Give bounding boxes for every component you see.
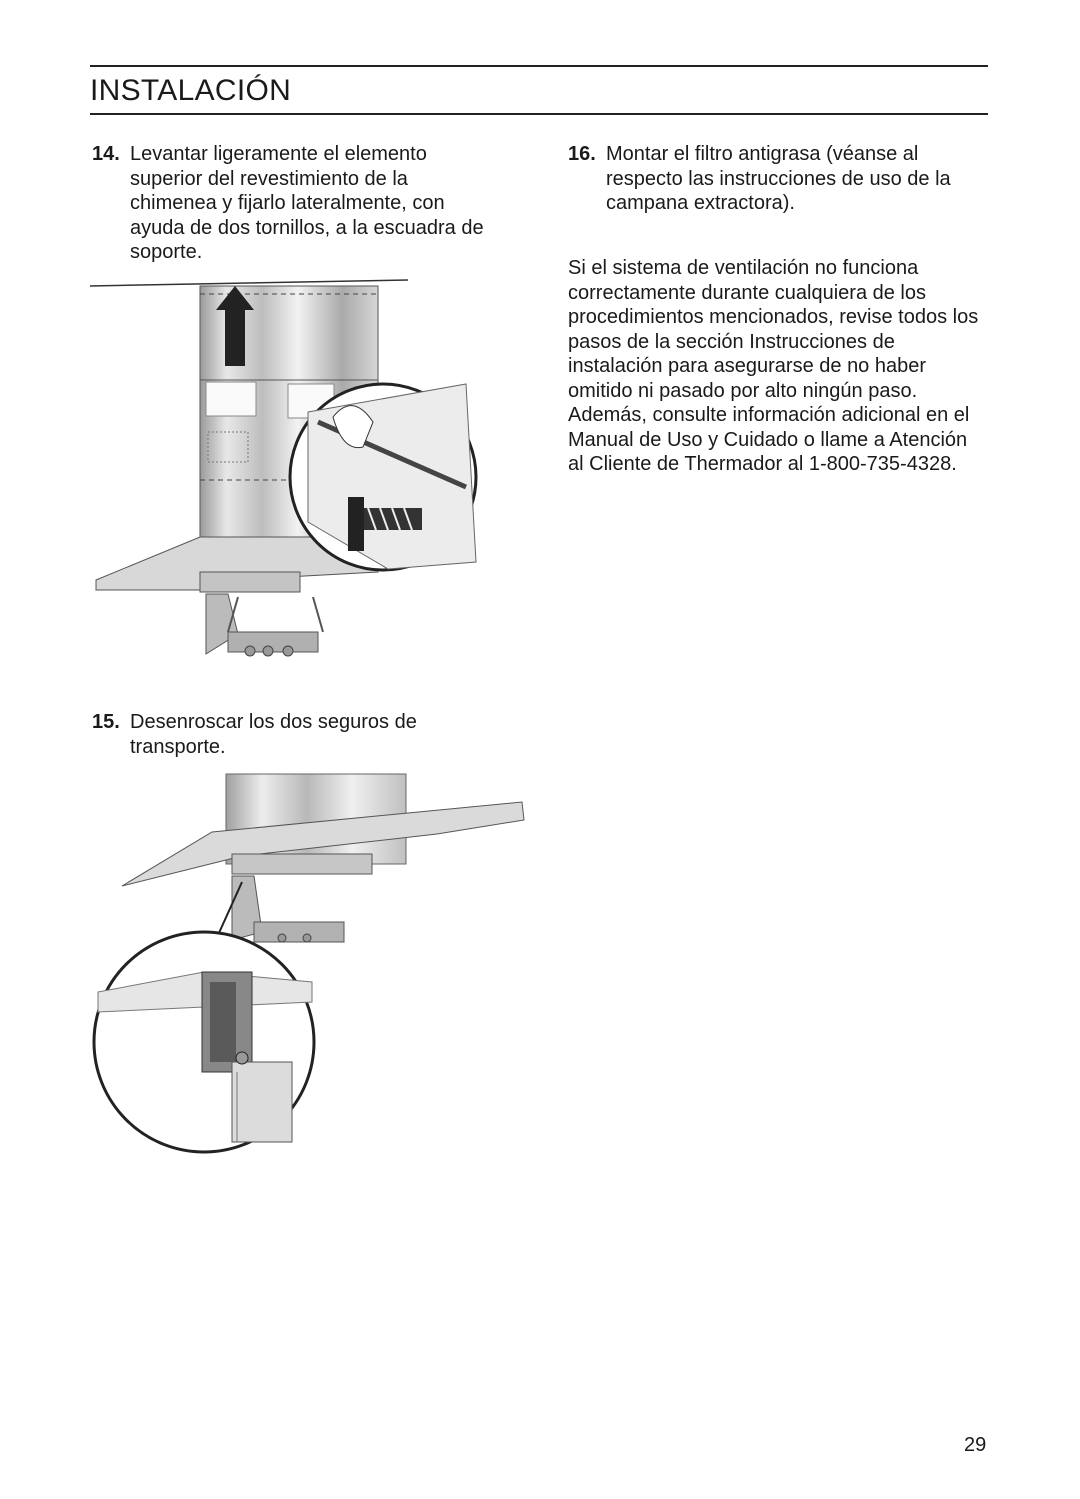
screw-icon: [348, 497, 422, 551]
step-14: 14. Levantar ligeramente el elemento sup…: [92, 142, 492, 265]
lock-screw-icon: [235, 1051, 249, 1065]
step-number: 15.: [92, 711, 120, 733]
step-number: 14.: [92, 143, 120, 165]
glass-canopy: [95, 536, 379, 591]
step-text: Montar el filtro antigrasa (véanse al re…: [606, 143, 951, 214]
page-number: 29: [964, 1434, 987, 1456]
chimney-fixing-illustration: [89, 279, 478, 657]
step-text: Levantar ligeramente el elemento superio…: [130, 143, 484, 263]
troubleshooting-note: Si el sistema de ventilación no funciona…: [568, 257, 979, 475]
step-number: 16.: [568, 143, 596, 165]
ceiling-line: [89, 279, 409, 287]
magnifier-circle: [92, 930, 316, 1154]
step-text: Desenroscar los dos seguros de transport…: [130, 711, 417, 758]
title-underline: [90, 113, 988, 115]
magnifier-circle: [288, 382, 478, 572]
top-rule: [90, 65, 988, 67]
step-15: 15. Desenroscar los dos seguros de trans…: [92, 710, 472, 759]
up-arrow-icon: [216, 286, 254, 366]
step-16: 16. Montar el filtro antigrasa (véanse a…: [568, 142, 988, 216]
transport-lock-illustration: [92, 773, 525, 1154]
page-title: INSTALACIÓN: [90, 74, 292, 107]
